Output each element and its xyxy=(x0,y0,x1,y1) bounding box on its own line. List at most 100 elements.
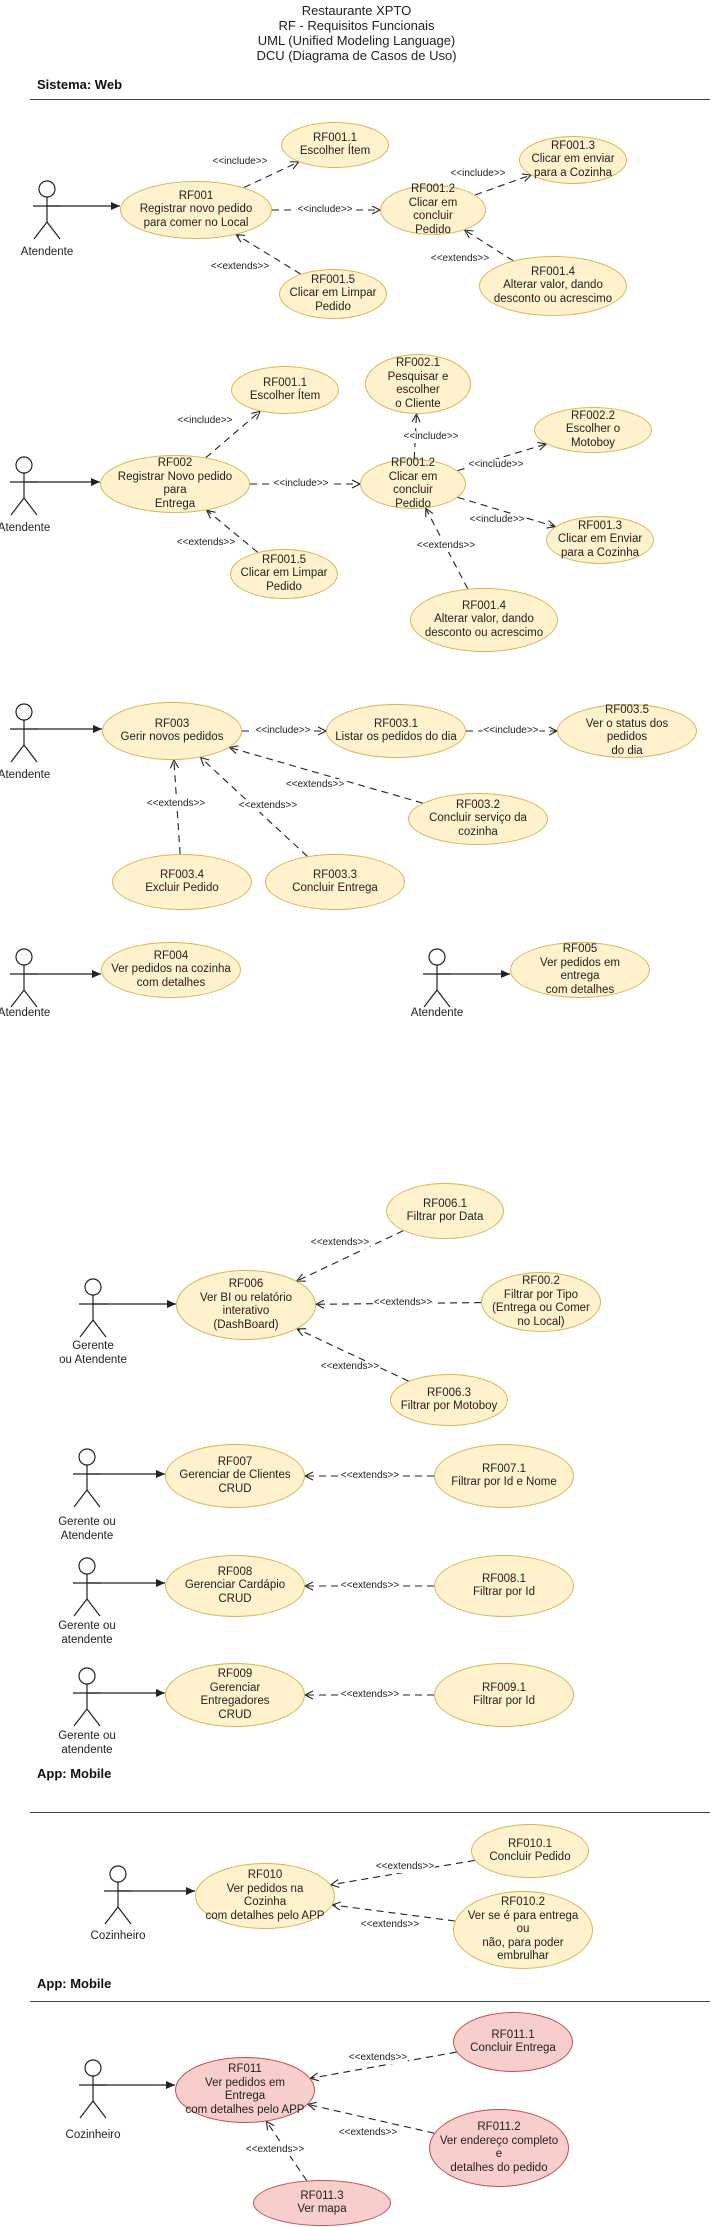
stereotype-label: <<extends>> xyxy=(339,1470,401,1482)
dependency-line xyxy=(475,175,531,196)
use-case-text: Registrar Novo pedido para Entrega xyxy=(117,470,233,510)
stereotype-label: <<include>> xyxy=(272,478,330,490)
actor-label: Gerente ou Atendente xyxy=(59,1340,127,1366)
stereotype-label: <<extends>> xyxy=(145,798,207,810)
stereotype-label: <<extends>> xyxy=(337,2127,399,2139)
actor-label: Atendente xyxy=(0,769,51,781)
use-case-text: Alterar valor, dando desconto ou acresci… xyxy=(424,613,544,639)
stereotype-label: <<extends>> xyxy=(237,800,299,812)
use-case-id: RF001.2 xyxy=(390,457,436,469)
actor-stick-figure xyxy=(10,703,38,763)
use-case-text: Clicar em Enviar para a Cozinha xyxy=(557,533,643,559)
dependency-line xyxy=(310,2051,457,2078)
actor-stick-figure xyxy=(73,1448,101,1508)
use-case-text: Gerenciar de Clientes CRUD xyxy=(179,1469,291,1495)
dependency-line xyxy=(174,760,181,855)
use-case-id: RF001.1 xyxy=(312,131,358,144)
dependency-line xyxy=(426,508,469,590)
use-case-id: RF011.1 xyxy=(491,2028,535,2041)
use-case-id: RF002.1 xyxy=(395,357,441,369)
use-case-id: RF008.1 xyxy=(481,1572,527,1585)
stereotype-label: <<include>> xyxy=(176,415,234,427)
use-case-id: RF010.1 xyxy=(507,1837,553,1850)
use-case-text: Listar os pedidos do dia xyxy=(335,731,457,743)
stereotype-label: <<include>> xyxy=(468,514,526,526)
stereotype-label: <<include>> xyxy=(467,459,525,471)
actor-label: Gerente ou Atendente xyxy=(58,1516,116,1542)
use-case-text: Filtrar por Id xyxy=(473,1586,535,1598)
use-case-id: RF002 xyxy=(157,457,193,469)
stereotype-label: <<include>> xyxy=(296,204,354,216)
use-case-id: RF005 xyxy=(562,943,598,955)
use-case-id: RF001 xyxy=(178,189,214,202)
actor-label: Gerente ou atendente xyxy=(58,1730,116,1756)
use-case-id: RF006 xyxy=(228,1278,264,1290)
section-divider xyxy=(30,2001,710,2002)
dependency-line xyxy=(207,510,258,553)
actor-label: Atendente xyxy=(410,1007,464,1019)
use-case-id: RF006.1 xyxy=(422,1197,468,1210)
stereotype-label: <<include>> xyxy=(449,168,507,180)
use-case-id: RF010 xyxy=(247,1869,283,1881)
use-case-text: Ver se é para entrega ou não, para poder… xyxy=(467,1909,579,1963)
use-case-text: Clicar em enviar para a Cozinha xyxy=(531,153,615,179)
actor-stick-figure xyxy=(79,2059,107,2119)
use-case-text: Alterar valor, dando desconto ou acresci… xyxy=(493,279,613,305)
stereotype-label: <<extends>> xyxy=(319,1361,381,1373)
stereotype-label: <<include>> xyxy=(211,156,269,168)
dependency-line xyxy=(297,1230,404,1281)
use-case-id: RF003.5 xyxy=(604,704,650,716)
use-case-text: Ver endereço completo e detalhes do pedi… xyxy=(439,2134,559,2174)
use-case-id: RF006.3 xyxy=(426,1386,472,1399)
use-case-text: Concluir Entrega xyxy=(292,882,378,894)
use-case-id: RF001.1 xyxy=(262,376,308,389)
use-case-id: RF004 xyxy=(153,949,189,962)
actor-stick-figure xyxy=(10,948,38,1008)
actor-label: Cozinheiro xyxy=(90,1930,146,1942)
use-case-text: Filtrar por Id xyxy=(473,1695,535,1707)
dependency-line xyxy=(236,235,301,275)
use-case-text: Filtrar por Motoboy xyxy=(400,1400,498,1412)
use-case-text: Gerenciar Cardápio CRUD xyxy=(184,1579,286,1605)
actor-label: Atendente xyxy=(20,246,74,258)
use-case-id: RF010.2 xyxy=(500,1896,546,1909)
section-divider xyxy=(30,99,710,100)
use-case-id: RF001.2 xyxy=(410,183,456,195)
use-case-text: Ver o status dos pedidos do dia xyxy=(585,717,669,757)
use-case-id: RF001.4 xyxy=(461,599,507,612)
stereotype-label: <<extends>> xyxy=(284,779,346,791)
use-case-id: RF00.2 xyxy=(522,1275,560,1287)
section-label: App: Mobile xyxy=(37,1766,112,1781)
dependency-line xyxy=(243,162,299,188)
actor-stick-figure xyxy=(423,948,451,1008)
dependency-line xyxy=(308,2104,435,2134)
stereotype-label: <<extends>> xyxy=(374,1861,436,1873)
use-case-id: RF011 xyxy=(228,2063,262,2075)
stereotype-label: <<extends>> xyxy=(339,1689,401,1701)
use-case-text: Registrar novo pedido para comer no Loca… xyxy=(139,203,253,229)
use-case-id: RF007 xyxy=(217,1455,253,1468)
use-case-text: Concluir Pedido xyxy=(489,1851,571,1863)
use-case-text: Escolher o Motoboy xyxy=(565,423,621,449)
use-case-id: RF011.2 xyxy=(477,2121,521,2133)
dependency-line xyxy=(465,230,514,262)
stereotype-label: <<extends>> xyxy=(175,537,237,549)
